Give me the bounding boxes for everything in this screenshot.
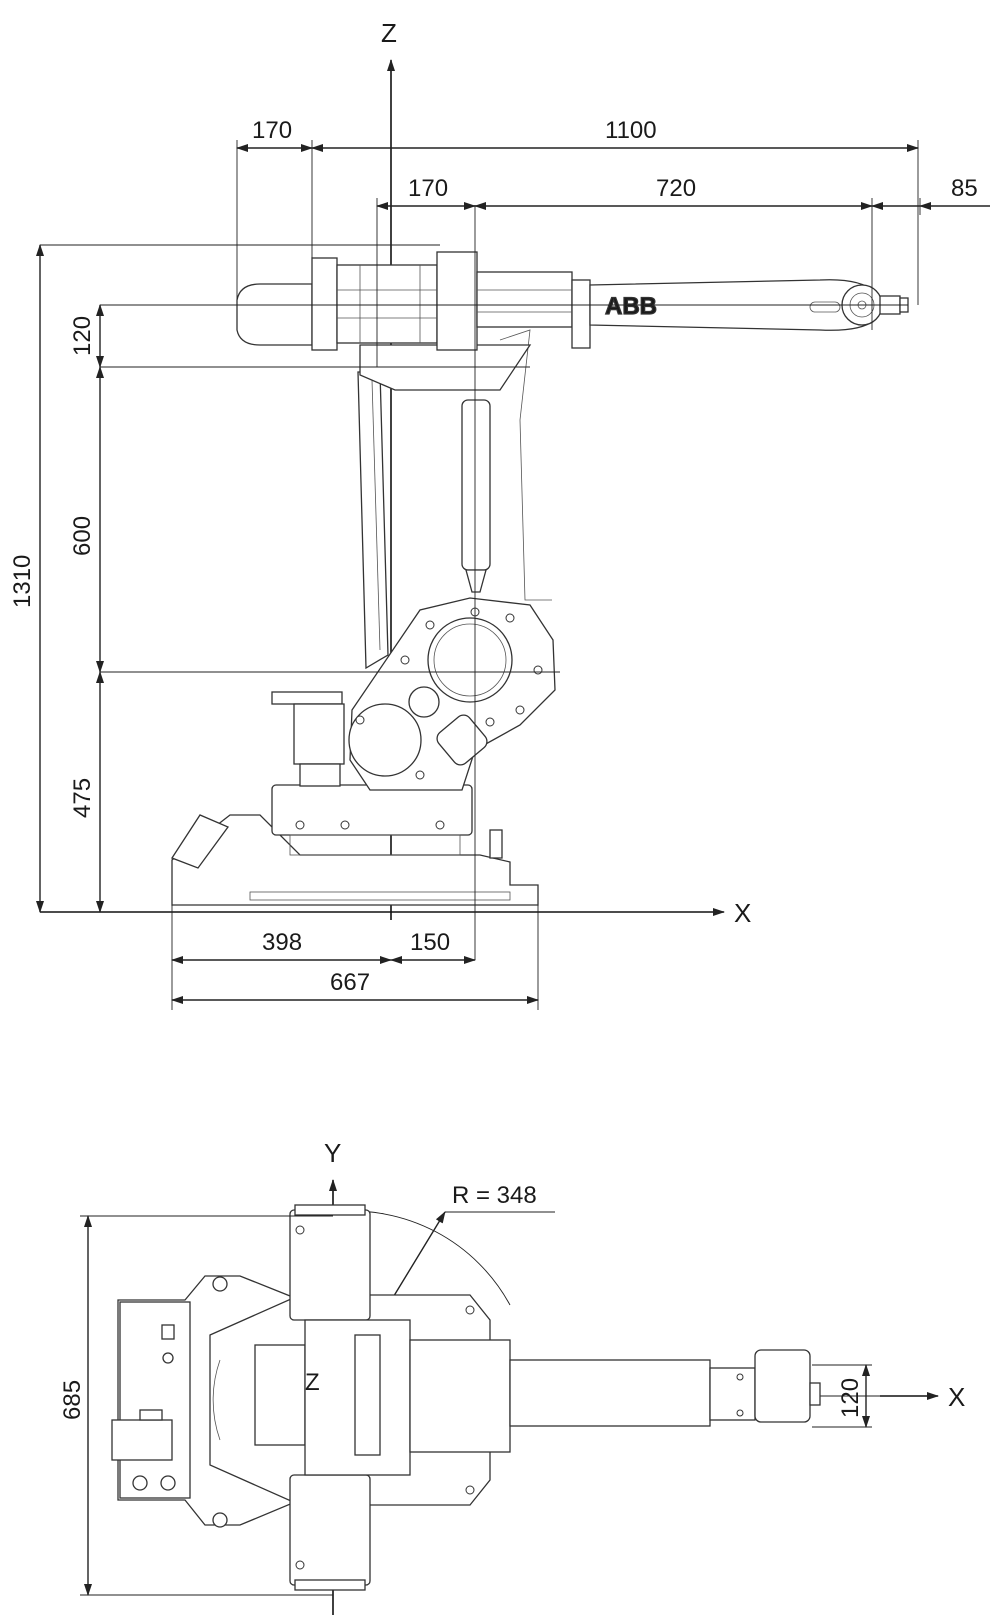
top-y-axis-label: Y (324, 1138, 341, 1168)
abb-logo: ABB (605, 293, 657, 320)
top-view: Y X R = 348 (59, 1138, 965, 1615)
dim-170-top-label: 170 (252, 117, 292, 144)
side-view: Z X (9, 18, 990, 1010)
dim-120-side-label: 120 (69, 316, 96, 356)
dim-85-label: 85 (951, 175, 978, 202)
dim-475-label: 475 (69, 778, 96, 818)
dim-398-label: 398 (262, 929, 302, 956)
top-x-axis-label: X (948, 1382, 965, 1412)
top-z-label: Z (305, 1369, 320, 1396)
dim-720-label: 720 (656, 175, 696, 202)
dim-120-top-label: 120 (837, 1378, 864, 1418)
dim-1310-label: 1310 (9, 555, 36, 608)
robot-top-outline (111, 1204, 821, 1591)
radius-label: R = 348 (452, 1182, 537, 1209)
dim-667-label: 667 (330, 969, 370, 996)
robot-side-outline (171, 251, 909, 906)
side-x-axis-label: X (734, 898, 751, 928)
dim-685-label: 685 (59, 1380, 86, 1420)
dim-1100-label: 1100 (605, 117, 657, 144)
side-z-axis-label: Z (381, 18, 397, 48)
dim-150-label: 150 (410, 929, 450, 956)
dim-170-mid-label: 170 (408, 175, 448, 202)
dim-600-label: 600 (69, 516, 96, 556)
